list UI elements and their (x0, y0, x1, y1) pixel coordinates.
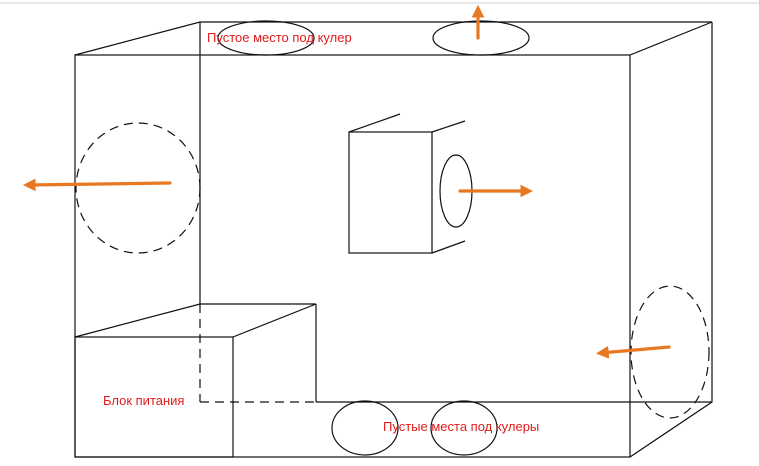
power-supply (74, 303, 317, 458)
rear-fan (75, 122, 201, 254)
label-bottom-empty-fans: Пустые места под кулеры (383, 419, 539, 434)
case-top-face (74, 21, 713, 56)
bottom-empty-fan-slot-1 (331, 400, 399, 456)
airflow-arrow-rear (22, 178, 172, 192)
label-power-supply: Блок питания (103, 393, 184, 408)
cpu-cooler-heatsink (348, 131, 433, 254)
label-top-empty-fan: Пустое место под кулер (207, 30, 352, 45)
cpu-cooler (348, 113, 473, 254)
case-body (74, 21, 713, 458)
psu-front-face (74, 336, 234, 458)
case-side-face (629, 22, 713, 458)
psu-top-face (74, 303, 317, 338)
cpu-cooler-edge-bottom-right (431, 240, 466, 254)
airflow-arrow-front (595, 345, 671, 359)
cpu-cooler-edge-top-right (431, 120, 466, 133)
bottom-empty-fan-slot-2 (430, 400, 498, 456)
top-fan (432, 20, 530, 56)
case-front-face (74, 54, 631, 458)
cpu-cooler-edge-top-left (348, 113, 401, 133)
front-fan (630, 285, 710, 419)
top-empty-fan-slot (217, 20, 315, 56)
